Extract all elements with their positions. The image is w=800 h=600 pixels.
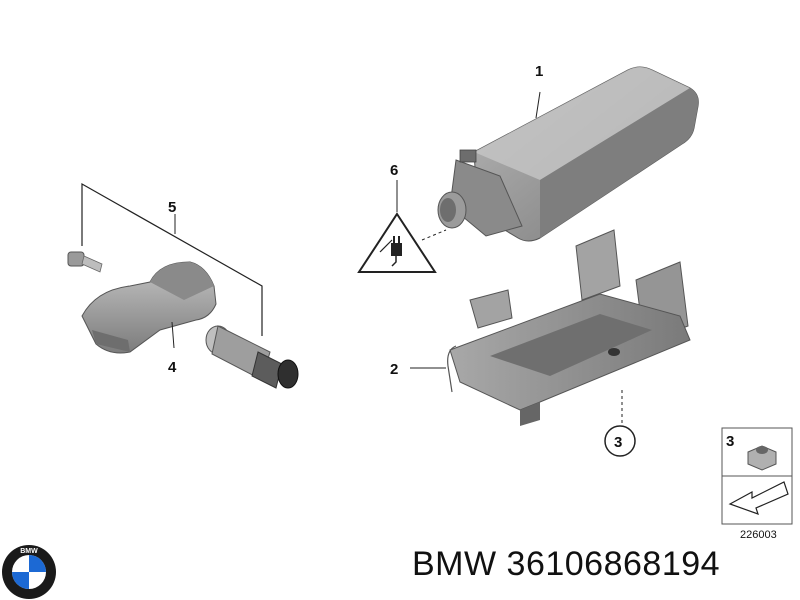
part-caption: BMW 36106868194 [412, 545, 720, 584]
bracket-part-2 [410, 229, 691, 426]
caption-part-number: 36106868194 [506, 545, 721, 583]
plug-icon [379, 236, 402, 267]
valve-stem [205, 325, 299, 389]
screw [67, 251, 103, 273]
control-unit-part-1 [437, 66, 699, 242]
callout-6: 6 [390, 162, 398, 179]
circled-callout-3 [604, 425, 636, 457]
callout-5: 5 [168, 199, 176, 216]
logo-letters: BMW [20, 548, 38, 555]
tire-sensor-part-4 [81, 261, 217, 354]
warning-triangle-icon [357, 180, 447, 273]
arrow-icon [728, 481, 789, 515]
legend-box [721, 427, 793, 525]
callout-2: 2 [390, 361, 398, 378]
callout-1: 1 [535, 63, 543, 80]
callout-4: 4 [168, 359, 177, 376]
diagram-code: 226003 [740, 529, 777, 541]
group-bracket-part-5 [81, 182, 263, 336]
legend-number: 3 [726, 433, 734, 450]
callout-3: 3 [614, 434, 622, 451]
bmw-roundel-icon: BMW [2, 545, 56, 599]
caption-brand: BMW [412, 545, 497, 583]
nut-icon [747, 445, 777, 471]
